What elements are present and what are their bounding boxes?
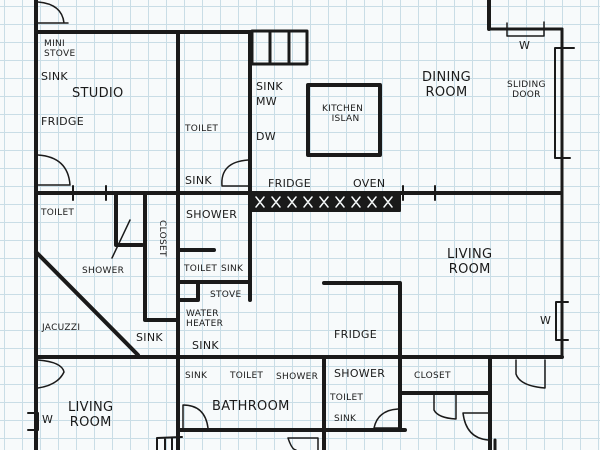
label-kitchen-sink: SINK bbox=[256, 80, 283, 93]
door-arc-bathroom bbox=[182, 404, 209, 429]
door-arc-living-bottom bbox=[37, 359, 65, 389]
label-mini-shower: SHOWER bbox=[186, 208, 238, 221]
label-kitchen-mw: MW bbox=[256, 95, 277, 108]
label-kitchen-fridge: FRIDGE bbox=[268, 177, 311, 190]
door-arc-bottom bbox=[287, 437, 319, 450]
label-half-bath-sink: SINK bbox=[185, 174, 212, 187]
label-closet-bottom: CLOSET bbox=[414, 371, 451, 381]
shower-stall-master bbox=[114, 191, 144, 247]
label-studio-fridge: FRIDGE bbox=[41, 115, 84, 128]
kitchen-counter bbox=[251, 192, 401, 212]
window-top bbox=[506, 21, 545, 37]
label-master-shower: SHOWER bbox=[82, 266, 125, 276]
window-living-bottom bbox=[27, 412, 39, 431]
label-kitchen-oven: OVEN bbox=[353, 177, 386, 190]
label-bath-small-shower: SHOWER bbox=[334, 367, 386, 380]
label-mini-toilet: TOILET bbox=[184, 264, 218, 274]
stairs-bottom bbox=[156, 436, 183, 450]
label-window-right: W bbox=[540, 314, 552, 327]
label-kitchen-dw: DW bbox=[256, 130, 276, 143]
label-master-toilet: TOILET bbox=[41, 208, 75, 218]
label-bathroom: BATHROOM bbox=[212, 399, 290, 414]
window-right bbox=[555, 301, 569, 341]
label-living-fridge: FRIDGE bbox=[334, 328, 377, 341]
label-bath-small-sink: SINK bbox=[334, 414, 357, 424]
label-window-top: W bbox=[519, 39, 531, 52]
door-arc-closet-2 bbox=[462, 412, 489, 441]
label-studio: STUDIO bbox=[72, 86, 124, 101]
label-bathroom-shower: SHOWER bbox=[276, 372, 319, 382]
stairs-top bbox=[250, 29, 309, 66]
label-bathroom-sink: SINK bbox=[185, 371, 208, 381]
label-bath-small-toilet: TOILET bbox=[330, 393, 364, 403]
label-utility-sink: SINK bbox=[192, 339, 219, 352]
door-arc-living-right bbox=[515, 359, 546, 389]
door-arc-bath-small bbox=[373, 408, 401, 429]
label-master-sink: SINK bbox=[136, 331, 163, 344]
label-half-bath-toilet: TOILET bbox=[185, 124, 219, 134]
label-mini-sink: SINK bbox=[221, 264, 244, 274]
door-arc-half-bath bbox=[221, 159, 249, 187]
label-studio-sink: SINK bbox=[41, 70, 68, 83]
counter-hatching bbox=[255, 196, 393, 208]
kitchen-island bbox=[306, 83, 382, 157]
label-utility-stove: STOVE bbox=[210, 290, 242, 300]
wall-fridge-nook bbox=[322, 281, 402, 362]
closet-walls bbox=[143, 191, 180, 322]
jacuzzi-edge bbox=[34, 250, 140, 357]
label-window-living-bottom: W bbox=[42, 413, 54, 426]
door-arc-top-left bbox=[37, 1, 69, 24]
door-arc-studio bbox=[37, 154, 71, 186]
label-closet-vertical: CLOSET bbox=[157, 220, 167, 257]
door-arc-closet bbox=[433, 394, 457, 420]
wall-utility bbox=[176, 280, 252, 302]
label-bathroom-toilet: TOILET bbox=[230, 371, 264, 381]
shower-door-line bbox=[111, 219, 131, 259]
sliding-door bbox=[554, 47, 575, 159]
label-jacuzzi: JACUZZI bbox=[42, 323, 81, 333]
